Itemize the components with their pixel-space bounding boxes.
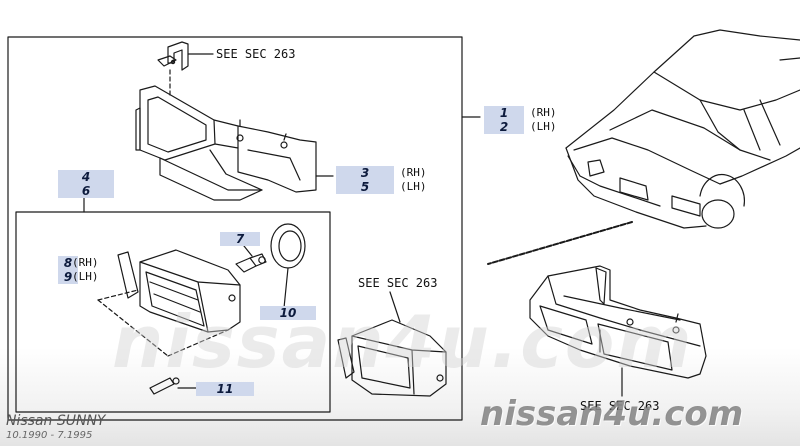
screw — [149, 377, 197, 395]
model-caption: Nissan SUNNY — [6, 413, 106, 429]
car-front — [565, 29, 800, 229]
ref-label-top: SEE SEC 263 — [216, 47, 296, 61]
bulb — [235, 245, 267, 273]
lamp-seal — [270, 223, 306, 309]
top-bracket — [157, 41, 214, 71]
ref-label-middle: SEE SEC 263 — [358, 276, 438, 290]
watermark-center: nissan4u.com — [112, 300, 694, 384]
assembly-frame — [7, 36, 463, 421]
side-rh-3: (RH) — [400, 166, 427, 179]
lamp-subassembly-frame — [15, 211, 331, 413]
side-rh-1: (RH) — [530, 106, 557, 119]
callout-2[interactable]: 2 — [484, 120, 524, 134]
model-dates: 10.1990 - 7.1995 — [6, 430, 93, 441]
side-lh-9: (LH) — [72, 270, 99, 283]
callout-7[interactable]: 7 — [220, 232, 260, 246]
callout-6[interactable]: 6 — [58, 184, 114, 198]
side-lh-5: (LH) — [400, 180, 427, 193]
watermark-corner: nissan4u.com — [480, 394, 744, 434]
fog-lamp-separate — [337, 291, 447, 397]
callout-4[interactable]: 4 — [58, 170, 114, 184]
bumper-bracket-assembly — [529, 265, 707, 397]
ref-label-bottom: SEE SEC 263 — [580, 399, 660, 413]
callout-10[interactable]: 10 — [260, 306, 316, 320]
callout-9[interactable]: 9 — [58, 270, 78, 284]
mounting-bracket — [135, 85, 334, 201]
callout-1[interactable]: 1 — [484, 106, 524, 120]
side-rh-8: (RH) — [72, 256, 99, 269]
callout-11[interactable]: 11 — [196, 382, 254, 396]
callout-8[interactable]: 8 — [58, 256, 78, 270]
side-lh-2: (LH) — [530, 120, 557, 133]
fog-lamp-housing — [97, 249, 241, 357]
callout-5[interactable]: 5 — [336, 180, 394, 194]
callout-3[interactable]: 3 — [336, 166, 394, 180]
